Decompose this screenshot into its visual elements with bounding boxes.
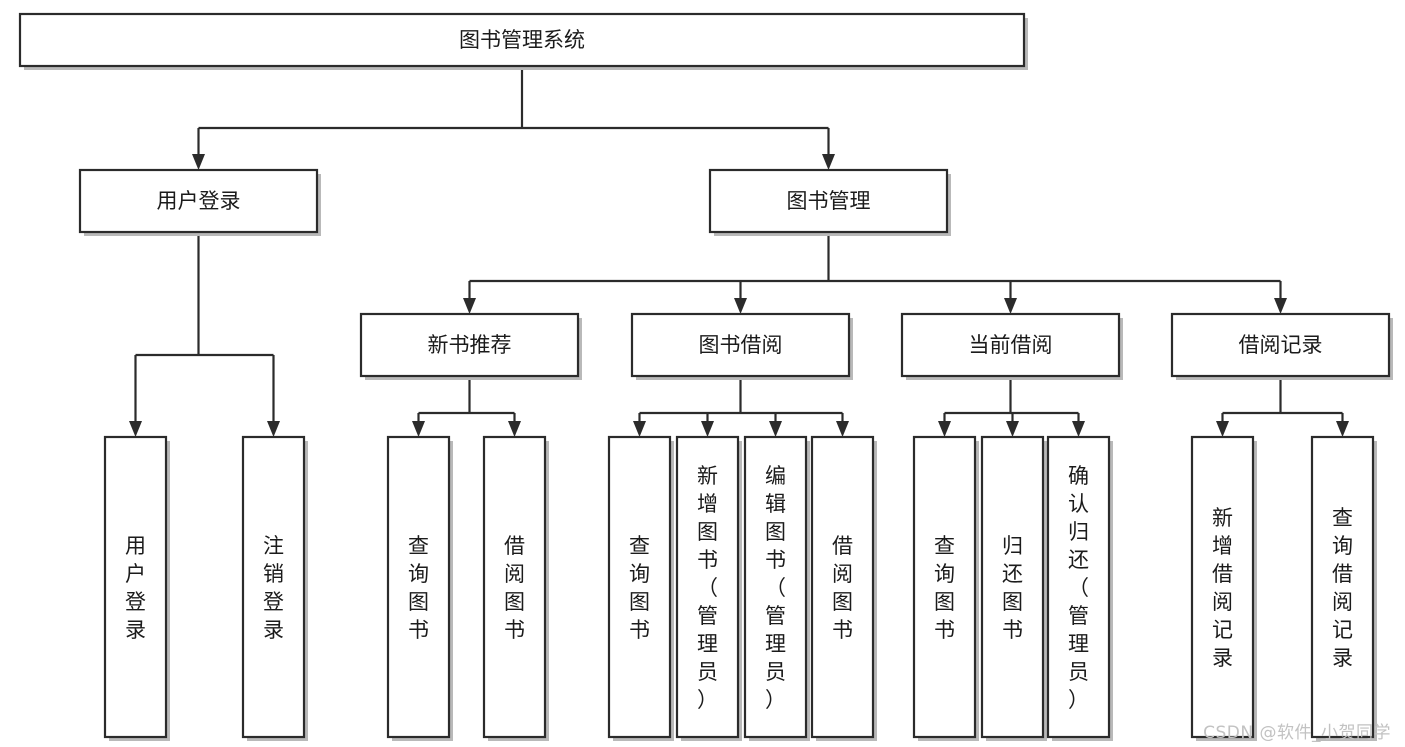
arrow-head-icon [701, 421, 714, 437]
node-box[interactable] [386, 435, 451, 739]
arrow-head-icon [129, 421, 142, 437]
node-leaf-confirm-return[interactable]: 确认归还（管理员） [1046, 435, 1113, 741]
node-label: 新增借阅记录 [1212, 506, 1233, 670]
node-label: 新增图书（管理员） [697, 464, 718, 712]
node-box[interactable] [708, 168, 949, 234]
node-leaf-borrow-book-2[interactable]: 借阅图书 [810, 435, 877, 741]
node-label: 图书借阅 [699, 333, 783, 357]
arrow-head-icon [1216, 421, 1229, 437]
node-box[interactable] [912, 435, 977, 739]
node-box[interactable] [482, 435, 547, 739]
node-label: 注销登录 [263, 534, 284, 642]
node-leaf-borrow-book-1[interactable]: 借阅图书 [482, 435, 549, 741]
node-box[interactable] [359, 312, 580, 378]
edge-group [463, 232, 1287, 314]
arrow-head-icon [633, 421, 646, 437]
node-label: 编辑图书（管理员） [765, 464, 786, 712]
node-box[interactable] [743, 435, 808, 739]
arrow-head-icon [267, 421, 280, 437]
node-root[interactable]: 图书管理系统 [18, 12, 1028, 70]
node-label: 确认归还（管理员） [1068, 464, 1089, 712]
node-current-borrow[interactable]: 当前借阅 [900, 312, 1123, 380]
node-box[interactable] [810, 435, 875, 739]
node-box[interactable] [1310, 435, 1375, 739]
node-user-login[interactable]: 用户登录 [78, 168, 321, 236]
node-leaf-add-book[interactable]: 新增图书（管理员） [675, 435, 742, 741]
edge-group [192, 66, 835, 170]
arrow-head-icon [938, 421, 951, 437]
node-label: 查询图书 [629, 534, 650, 642]
node-label: 用户登录 [157, 189, 241, 213]
node-box[interactable] [18, 12, 1026, 68]
arrow-head-icon [836, 421, 849, 437]
node-label: 借阅图书 [832, 534, 853, 642]
node-box[interactable] [607, 435, 672, 739]
edge-group [129, 232, 280, 437]
edge-group [633, 376, 849, 437]
node-box[interactable] [1170, 312, 1391, 378]
node-label: 图书管理 [787, 189, 871, 213]
node-box[interactable] [241, 435, 306, 739]
node-label: 查询借阅记录 [1332, 506, 1353, 670]
node-leaf-query-record[interactable]: 查询借阅记录 [1310, 435, 1377, 741]
node-new-book-recommend[interactable]: 新书推荐 [359, 312, 582, 380]
edge-group [1216, 376, 1349, 437]
edge-group [412, 376, 521, 437]
node-box[interactable] [675, 435, 740, 739]
node-label: 借阅图书 [504, 534, 525, 642]
node-leaf-return-book[interactable]: 归还图书 [980, 435, 1047, 741]
node-label: 借阅记录 [1239, 333, 1323, 357]
node-label: 归还图书 [1002, 534, 1023, 642]
node-leaf-add-record[interactable]: 新增借阅记录 [1190, 435, 1257, 741]
node-leaf-query-book-1[interactable]: 查询图书 [386, 435, 453, 741]
arrow-head-icon [734, 298, 747, 314]
node-leaf-user-login[interactable]: 用户登录 [103, 435, 170, 741]
node-leaf-query-book-3[interactable]: 查询图书 [912, 435, 979, 741]
node-label: 图书管理系统 [459, 28, 585, 52]
arrow-head-icon [1004, 298, 1017, 314]
arrow-head-icon [769, 421, 782, 437]
arrow-head-icon [822, 154, 835, 170]
node-box[interactable] [980, 435, 1045, 739]
node-label: 新书推荐 [428, 333, 512, 357]
arrow-head-icon [508, 421, 521, 437]
node-label: 用户登录 [125, 534, 146, 642]
node-box[interactable] [1190, 435, 1255, 739]
arrow-head-icon [1006, 421, 1019, 437]
edge-group [938, 376, 1085, 437]
node-leaf-query-book-2[interactable]: 查询图书 [607, 435, 674, 741]
arrow-head-icon [192, 154, 205, 170]
node-borrow-records[interactable]: 借阅记录 [1170, 312, 1393, 380]
arrow-head-icon [1336, 421, 1349, 437]
node-label: 查询图书 [408, 534, 429, 642]
node-book-borrow[interactable]: 图书借阅 [630, 312, 853, 380]
node-label: 当前借阅 [969, 333, 1053, 357]
node-box[interactable] [900, 312, 1121, 378]
node-box[interactable] [1046, 435, 1111, 739]
node-label: 查询图书 [934, 534, 955, 642]
watermark-label: CSDN @软件_小贺同学 [1203, 723, 1391, 743]
arrow-head-icon [463, 298, 476, 314]
node-box[interactable] [103, 435, 168, 739]
node-box[interactable] [78, 168, 319, 234]
nodes-layer: 图书管理系统用户登录图书管理新书推荐图书借阅当前借阅借阅记录用户登录注销登录查询… [18, 12, 1393, 741]
node-box[interactable] [630, 312, 851, 378]
arrow-head-icon [1274, 298, 1287, 314]
arrow-head-icon [1072, 421, 1085, 437]
node-book-management[interactable]: 图书管理 [708, 168, 951, 236]
edges-layer [129, 66, 1349, 437]
node-leaf-user-logout[interactable]: 注销登录 [241, 435, 308, 741]
node-leaf-edit-book[interactable]: 编辑图书（管理员） [743, 435, 810, 741]
arrow-head-icon [412, 421, 425, 437]
